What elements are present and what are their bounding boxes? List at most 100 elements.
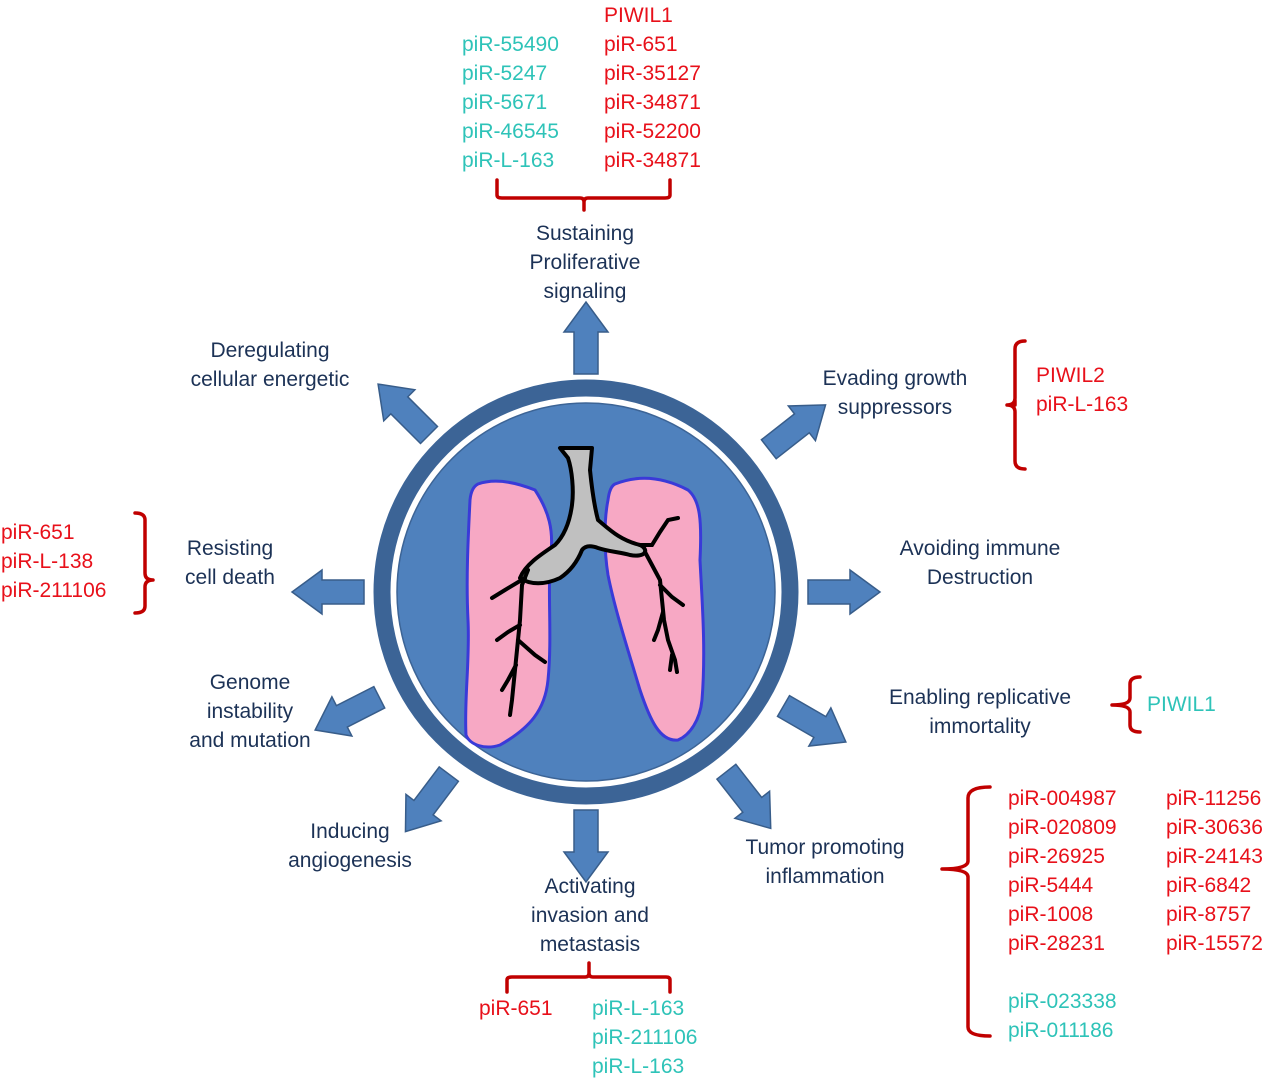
arrow-sustaining-icon bbox=[562, 300, 610, 375]
molecule-item: piR-211106 bbox=[1, 579, 107, 602]
bracket-evading bbox=[1005, 339, 1027, 471]
arrow-genome-icon bbox=[314, 685, 386, 737]
label-line: Inducing bbox=[310, 820, 390, 843]
molecule-item: PIWIL1 bbox=[1147, 693, 1216, 716]
lungs-illustration bbox=[464, 446, 706, 749]
bracket-cell-death bbox=[133, 511, 155, 615]
molecule-item: piR-651 bbox=[604, 33, 678, 56]
trachea bbox=[518, 446, 648, 586]
list-inflammation-red-col1: piR-004987 piR-020809 piR-26925 piR-5444 piR… bbox=[1008, 784, 1117, 958]
molecule-item: piR-35127 bbox=[604, 62, 701, 85]
list-invasion-teal: piR-L-163 piR-211106 piR-L-163 bbox=[592, 994, 697, 1081]
label-line: inflammation bbox=[765, 865, 885, 888]
molecule-item: piR-15572 bbox=[1166, 932, 1263, 955]
label-line: Activating bbox=[544, 875, 636, 898]
label-line: Enabling replicative bbox=[888, 686, 1072, 709]
label-immortality: Enabling replicative immortality bbox=[865, 683, 1095, 741]
bracket-immortality bbox=[1110, 675, 1142, 734]
label-line: cell death bbox=[185, 566, 275, 589]
bronchi bbox=[490, 516, 685, 717]
molecule-item: piR-L-163 bbox=[1036, 393, 1129, 416]
molecule-item: piR-5444 bbox=[1008, 874, 1094, 897]
list-evading-red: PIWIL2 piR-L-163 bbox=[1036, 361, 1128, 419]
arrows bbox=[290, 300, 882, 884]
outer-ring bbox=[373, 379, 799, 805]
list-inflammation-teal: piR-023338 piR-011186 bbox=[1008, 987, 1117, 1045]
molecule-item: piR-52200 bbox=[604, 120, 701, 143]
label-line: Tumor promoting bbox=[745, 836, 905, 859]
label-line: cellular energetic bbox=[190, 368, 350, 391]
label-sustaining: Sustaining Proliferative signaling bbox=[500, 219, 670, 306]
label-energetic: Deregulating cellular energetic bbox=[165, 336, 375, 394]
molecule-item: piR-651 bbox=[479, 997, 553, 1020]
arrow-cell-death-icon bbox=[290, 568, 365, 616]
arrow-immune-icon bbox=[807, 568, 882, 616]
molecule-item: PIWIL1 bbox=[604, 4, 673, 27]
molecule-item: piR-011186 bbox=[1008, 1019, 1114, 1042]
molecule-item: piR-L-163 bbox=[462, 149, 555, 172]
label-line: Deregulating bbox=[210, 339, 330, 362]
label-line: Avoiding immune bbox=[899, 537, 1061, 560]
label-immune: Avoiding immune Destruction bbox=[880, 534, 1080, 592]
label-cell-death: Resisting cell death bbox=[165, 534, 295, 592]
molecule-item: piR-020809 bbox=[1008, 816, 1117, 839]
molecule-item: piR-8757 bbox=[1166, 903, 1252, 926]
molecule-item: piR-L-163 bbox=[592, 997, 685, 1020]
molecule-item: piR-46545 bbox=[462, 120, 559, 143]
label-genome: Genome instability and mutation bbox=[170, 668, 330, 755]
label-line: Resisting bbox=[186, 537, 274, 560]
list-invasion-red: piR-651 bbox=[479, 994, 553, 1023]
arrow-invasion-icon bbox=[562, 809, 610, 884]
label-inflammation: Tumor promoting inflammation bbox=[725, 833, 925, 891]
molecule-item: piR-6842 bbox=[1166, 874, 1252, 897]
molecule-item: piR-004987 bbox=[1008, 787, 1117, 810]
molecule-item: PIWIL2 bbox=[1036, 364, 1105, 387]
bracket-sustaining bbox=[495, 178, 672, 212]
molecule-item: piR-1008 bbox=[1008, 903, 1094, 926]
label-line: Genome bbox=[209, 671, 291, 694]
molecule-item: piR-L-163 bbox=[592, 1055, 685, 1078]
label-line: Sustaining bbox=[535, 222, 635, 245]
molecule-item: piR-34871 bbox=[604, 91, 701, 114]
list-sustaining-red: PIWIL1 piR-651 piR-35127 piR-34871 piR-52200… bbox=[604, 1, 701, 175]
arrow-angiogenesis-icon bbox=[404, 765, 460, 833]
molecule-item: piR-5247 bbox=[462, 62, 548, 85]
list-cell-death-red: piR-651 piR-L-138 piR-211106 bbox=[1, 518, 106, 605]
molecule-item: piR-023338 bbox=[1008, 990, 1117, 1013]
list-immortality-teal: PIWIL1 bbox=[1147, 690, 1216, 719]
bracket-invasion bbox=[505, 961, 672, 994]
molecule-item: piR-L-138 bbox=[1, 550, 94, 573]
label-line: signaling bbox=[543, 280, 627, 303]
molecule-item: piR-5671 bbox=[462, 91, 548, 114]
bracket-inflammation bbox=[940, 785, 992, 1038]
brackets bbox=[133, 178, 1142, 1038]
molecule-item: piR-30636 bbox=[1166, 816, 1263, 839]
molecule-item: piR-34871 bbox=[604, 149, 701, 172]
molecule-item: piR-211106 bbox=[592, 1026, 698, 1049]
label-line: and mutation bbox=[189, 729, 311, 752]
label-evading: Evading growth suppressors bbox=[800, 364, 990, 422]
molecule-item: piR-24143 bbox=[1166, 845, 1263, 868]
molecule-item: piR-651 bbox=[1, 521, 75, 544]
label-line: Destruction bbox=[926, 566, 1034, 589]
arrow-immortality-icon bbox=[776, 694, 847, 747]
label-line: angiogenesis bbox=[288, 849, 412, 872]
label-line: suppressors bbox=[837, 396, 953, 419]
label-line: Evading growth bbox=[822, 367, 968, 390]
arrow-inflammation-icon bbox=[715, 763, 772, 830]
label-angiogenesis: Inducing angiogenesis bbox=[270, 817, 430, 875]
molecule-item: piR-55490 bbox=[462, 33, 559, 56]
label-line: immortality bbox=[929, 715, 1031, 738]
arrow-evading-icon bbox=[760, 404, 827, 460]
label-line: metastasis bbox=[539, 933, 641, 956]
list-inflammation-red-col2: piR-11256 piR-30636 piR-24143 piR-6842 piR-8… bbox=[1166, 784, 1263, 958]
list-sustaining-teal: piR-55490 piR-5247 piR-5671 piR-46545 piR-L-… bbox=[462, 30, 559, 175]
left-lung bbox=[464, 479, 554, 749]
arrow-energetic-icon bbox=[377, 383, 439, 445]
molecule-item: piR-26925 bbox=[1008, 845, 1105, 868]
label-line: invasion and bbox=[531, 904, 649, 927]
label-line: instability bbox=[206, 700, 294, 723]
molecule-item: piR-11256 bbox=[1166, 787, 1262, 810]
label-invasion: Activating invasion and metastasis bbox=[505, 872, 675, 959]
